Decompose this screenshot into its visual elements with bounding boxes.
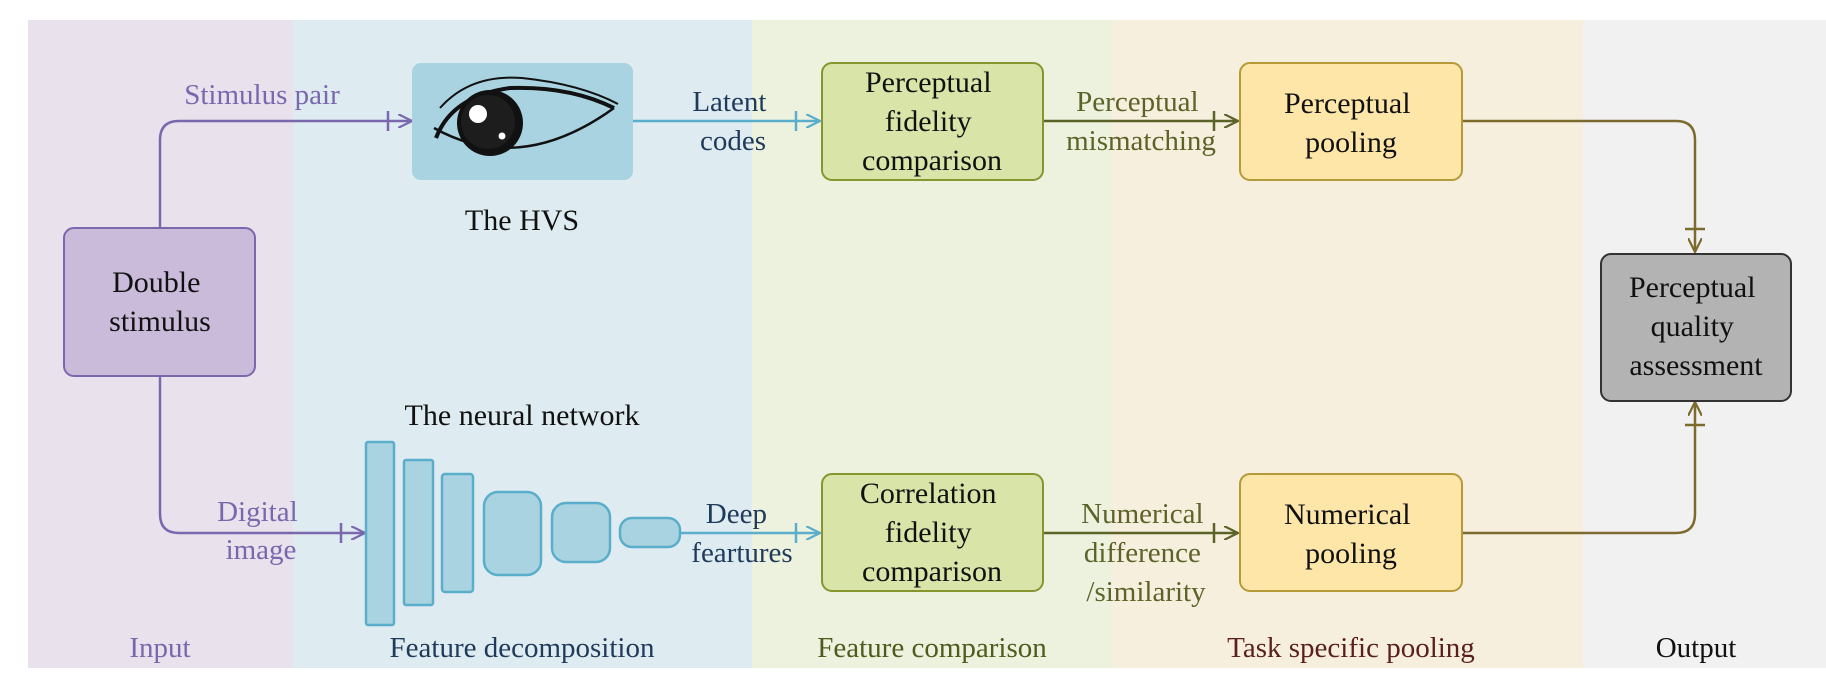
- eye-icon: [433, 76, 619, 156]
- edge-label-numerical-difference: Numerical difference /similarity: [1081, 498, 1211, 608]
- edge-stimulus-pair: [158, 121, 412, 228]
- quality-assessment-node: [1600, 253, 1792, 402]
- perceptual-fidelity-node: [821, 62, 1044, 181]
- double-stimulus-label: Double stimulus: [109, 266, 211, 338]
- edge-perceptual-to-output: [1462, 119, 1695, 252]
- quality-assessment-label: Perceptual quality assessment: [1629, 271, 1763, 382]
- stage-output-label: Output: [1656, 632, 1737, 664]
- correlation-fidelity-label: Correlation fidelity comparison: [860, 477, 1004, 588]
- neural-network-icon: [364, 440, 682, 627]
- edge-label-digital-image: Digital image: [217, 496, 305, 566]
- numerical-pooling-node: [1239, 473, 1463, 592]
- numerical-pooling-label: Numerical pooling: [1284, 498, 1418, 570]
- edge-label-latent-codes: Latent codes: [692, 86, 773, 157]
- perceptual-pooling-node: [1239, 62, 1463, 181]
- correlation-fidelity-node: [821, 473, 1044, 592]
- edge-numerical-to-output: [1462, 402, 1695, 535]
- stage-pooling-label: Task specific pooling: [1227, 632, 1475, 664]
- network-caption: The neural network: [405, 399, 640, 432]
- edge-label-stimulus-pair: Stimulus pair: [184, 79, 340, 111]
- perceptual-pooling-label: Perceptual pooling: [1284, 87, 1418, 159]
- stage-comparison-label: Feature comparison: [817, 632, 1047, 664]
- edge-digital-image: [158, 376, 365, 533]
- connectors: [158, 111, 1705, 543]
- edge-label-deep-features: Deep feartures: [691, 498, 792, 569]
- hvs-caption: The HVS: [465, 204, 579, 237]
- edge-label-perceptual-mismatching: Perceptual mismatching: [1066, 86, 1216, 157]
- double-stimulus-node: [63, 227, 256, 377]
- stage-input-label: Input: [129, 632, 190, 664]
- stage-decomposition-label: Feature decomposition: [390, 632, 655, 664]
- perceptual-fidelity-label: Perceptual fidelity comparison: [862, 66, 1002, 177]
